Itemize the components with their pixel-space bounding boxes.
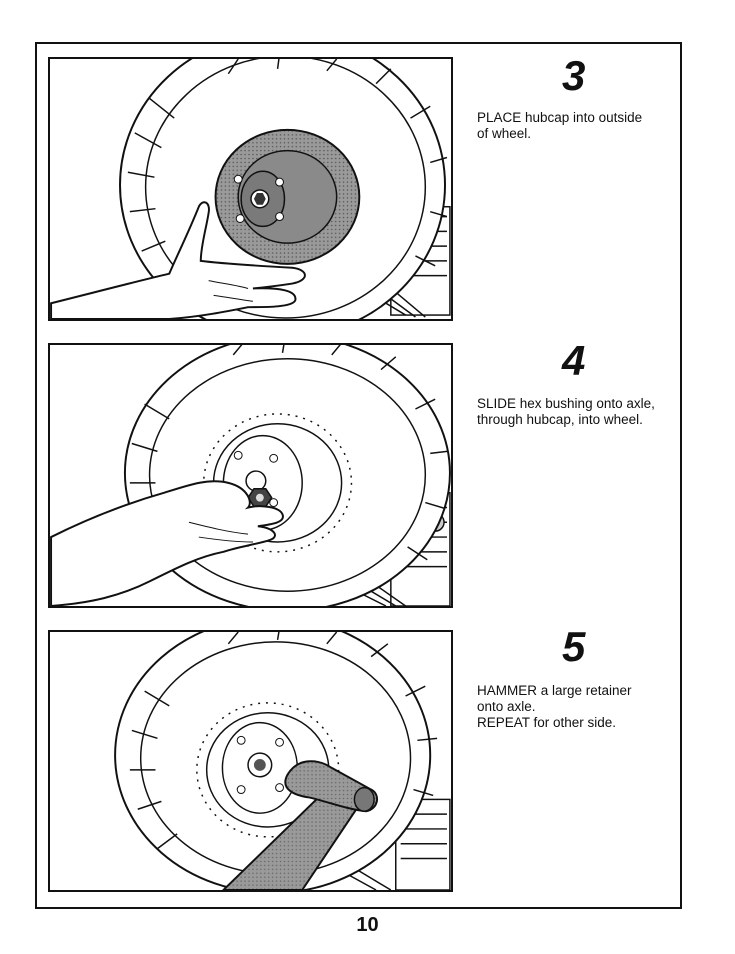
step-3-illustration <box>48 57 453 321</box>
wheel-hammer-illustration <box>114 632 451 890</box>
step-3-line-1: PLACE hubcap into outside <box>477 110 643 125</box>
step-5-illustration <box>48 630 453 892</box>
page-number: 10 <box>356 914 379 936</box>
step-5-line-2: onto axle. <box>477 699 536 714</box>
wheel-hubcap-illustration <box>50 59 451 319</box>
step-number-3: 3 <box>562 52 587 99</box>
step-4-illustration <box>48 343 453 608</box>
wheel-bushing-illustration <box>50 345 451 606</box>
step-4-instructions: SLIDE hex bushing onto axle, through hub… <box>477 396 677 428</box>
step-4-line-1: SLIDE hex bushing onto axle, <box>477 396 655 411</box>
step-5-line-1: HAMMER a large retainer <box>477 683 632 698</box>
step-number-5: 5 <box>562 623 587 670</box>
page-frame <box>35 42 682 909</box>
step-4-line-2: through hubcap, into wheel. <box>477 412 643 427</box>
step-5-instructions: HAMMER a large retainer onto axle. REPEA… <box>477 683 677 731</box>
step-5-line-3: REPEAT for other side. <box>477 715 617 730</box>
step-3-instructions: PLACE hubcap into outside of wheel. <box>477 110 677 142</box>
step-3-line-2: of wheel. <box>477 126 532 141</box>
step-number-4: 4 <box>562 337 587 384</box>
